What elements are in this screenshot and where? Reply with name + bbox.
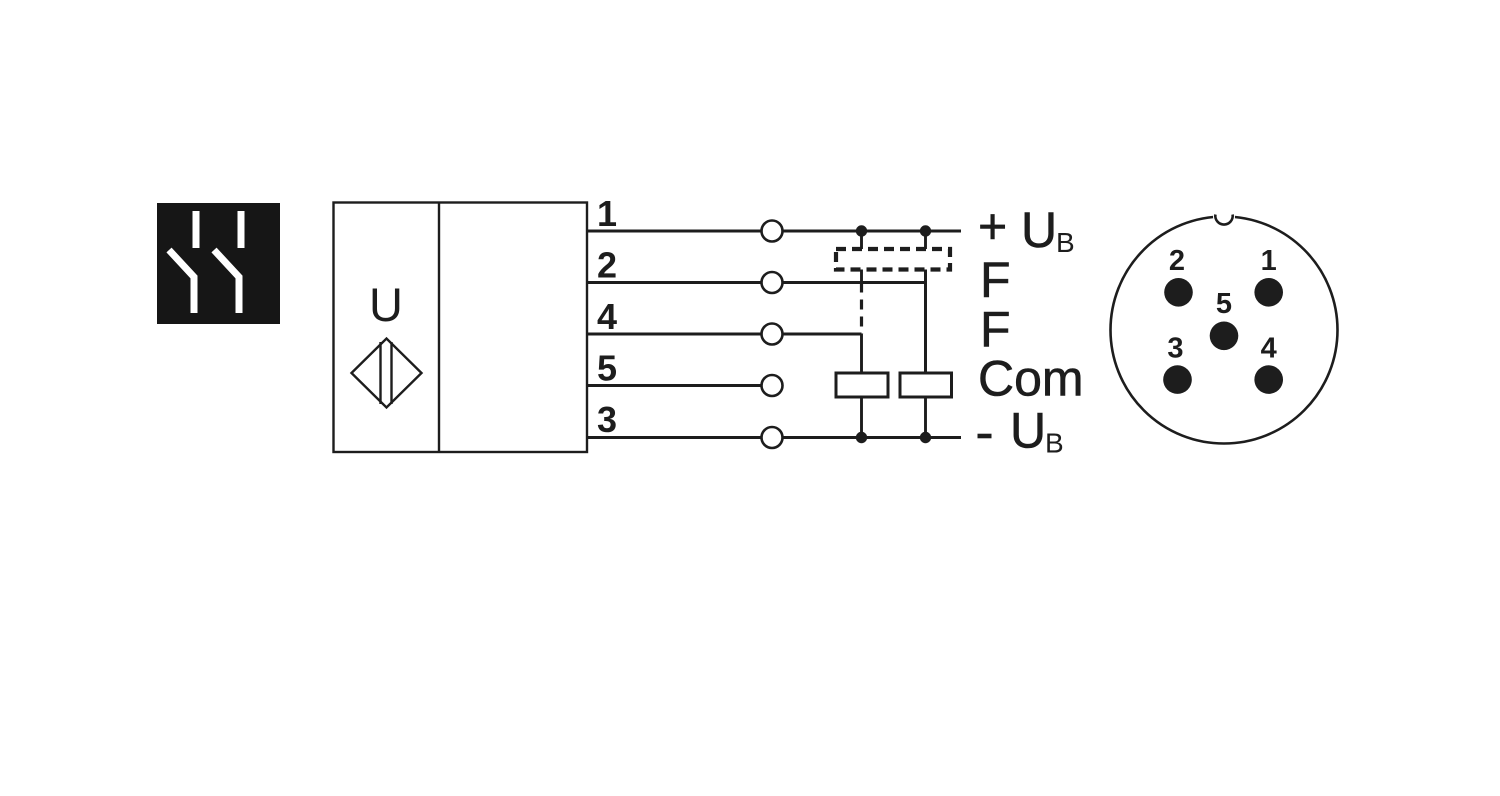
svg-text:B: B [1056,227,1075,258]
svg-text:+: + [978,199,1007,255]
svg-text:4: 4 [597,296,617,337]
svg-text:4: 4 [1261,333,1277,365]
svg-text:F: F [980,252,1011,308]
svg-text:U: U [369,278,403,331]
svg-text:U: U [1021,202,1057,258]
svg-text:1: 1 [597,193,617,234]
svg-text:2: 2 [1169,245,1185,277]
svg-text:3: 3 [1167,333,1183,365]
svg-text:U: U [1010,403,1046,459]
svg-text:3: 3 [597,399,617,440]
svg-text:5: 5 [1216,288,1232,320]
svg-text:Com: Com [978,351,1084,407]
svg-text:F: F [980,302,1011,358]
svg-text:B: B [1045,428,1064,459]
svg-text:5: 5 [597,348,617,389]
svg-text:1: 1 [1261,245,1277,277]
svg-text:2: 2 [597,245,617,286]
